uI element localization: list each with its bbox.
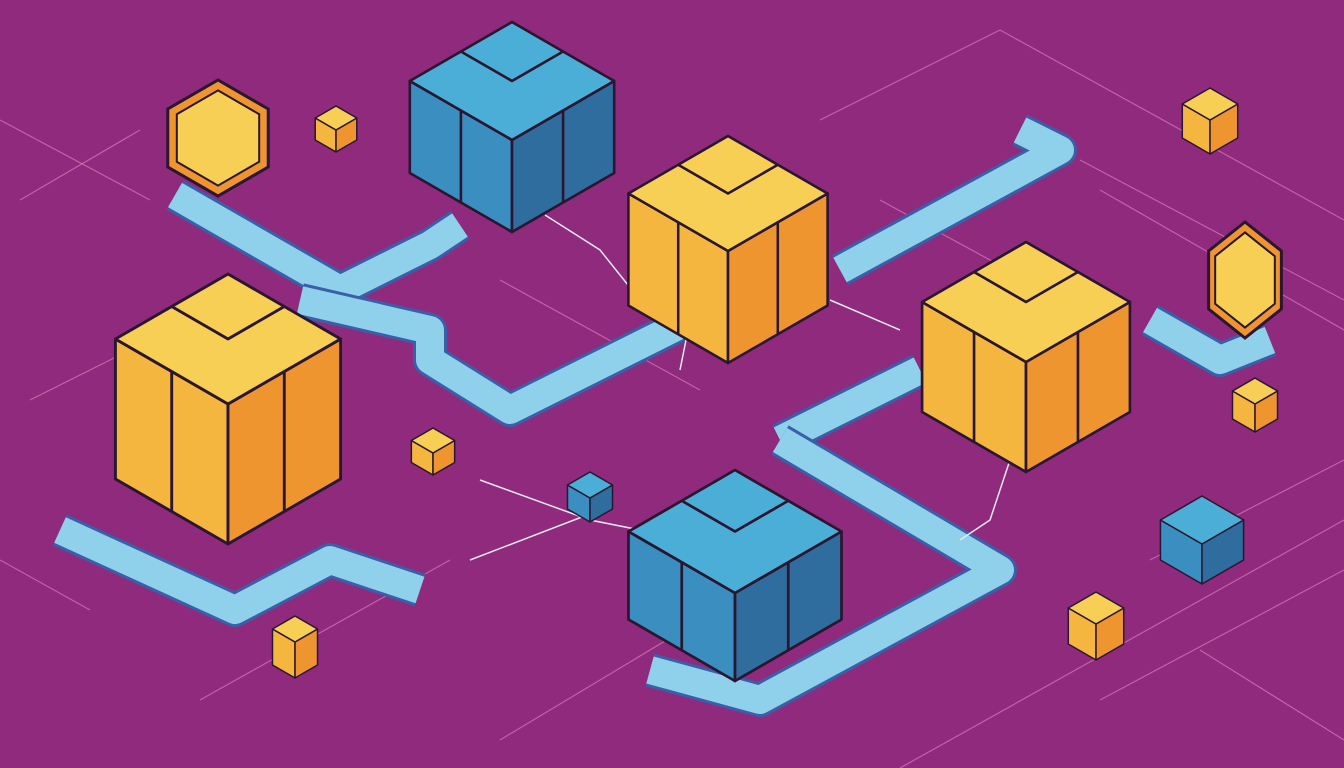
cube-top-face (1181, 87, 1239, 121)
cube-seam (170, 305, 286, 341)
small-blue-cube (566, 471, 614, 523)
large-yellow-cube-right (920, 240, 1132, 474)
connector-path (1143, 307, 1276, 374)
connector-path (773, 357, 927, 453)
cube-top-face (314, 105, 358, 131)
grid-line (1079, 159, 1344, 301)
hexagon-coin-left (166, 78, 270, 198)
cube-seam (973, 270, 1079, 304)
connector-path (54, 517, 425, 624)
cube-seam (460, 50, 564, 83)
wire (959, 459, 1011, 541)
small-cube (1231, 377, 1279, 433)
connector-path (833, 117, 1074, 283)
grid-line (0, 119, 151, 201)
small-cube (314, 105, 358, 153)
large-blue-cube (408, 20, 616, 234)
wire (544, 214, 641, 301)
connector-path (168, 182, 468, 304)
small-cube (1067, 591, 1125, 661)
large-yellow-cube-center (627, 134, 829, 365)
small-cube (410, 427, 456, 476)
grid-line (819, 29, 1001, 121)
cube-top-face (1067, 591, 1125, 625)
cube-top-face (1159, 495, 1245, 545)
grid-line (499, 279, 701, 391)
connector-path (296, 286, 697, 424)
connector-paths (52, 114, 1277, 717)
cube-seam (681, 499, 789, 533)
hexagon-coin-face (1214, 231, 1276, 329)
connector-path (646, 427, 1014, 714)
large-yellow-cube-left (113, 272, 343, 546)
cube-top-face (410, 427, 456, 454)
hexagon-coin-right (1207, 220, 1283, 340)
small-cube (1181, 87, 1239, 155)
small-cube (271, 615, 319, 679)
cube-seam (677, 163, 779, 195)
grid-line (19, 129, 141, 201)
large-blue-cube-bottom (627, 468, 843, 683)
grid-line (0, 559, 91, 611)
cube-top-face (1231, 377, 1279, 405)
wire (469, 509, 601, 561)
grid-line (1199, 649, 1344, 741)
wire (829, 299, 901, 331)
cube-top-face (271, 615, 319, 643)
grid-line (1099, 569, 1344, 701)
grid-line (999, 29, 1344, 221)
hexagon-coin-face (175, 89, 261, 187)
cube-top-face (566, 471, 614, 499)
cubes (113, 20, 1283, 683)
small-blue-cube (1159, 495, 1245, 585)
